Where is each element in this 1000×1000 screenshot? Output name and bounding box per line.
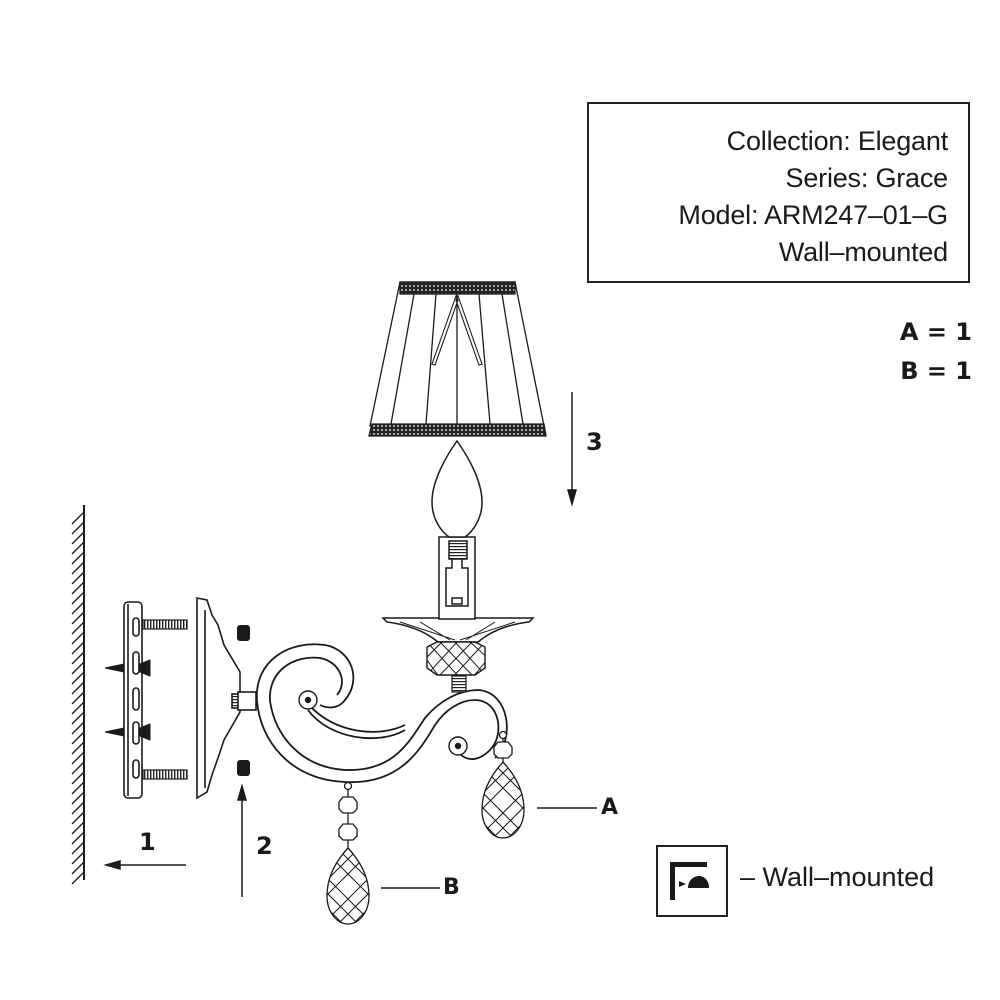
crystal-bead: [426, 641, 486, 676]
wall-hatch-line: [71, 591, 85, 605]
wall-hatch-line: [71, 511, 85, 525]
mount-type-text: Wall–mounted: [778, 237, 948, 267]
legend-icon-frame: [656, 845, 728, 917]
cap-nuts: [237, 625, 250, 776]
part-label-a: A: [601, 795, 619, 820]
wall-hatch-line: [71, 841, 85, 855]
wall-hatch-line: [71, 681, 85, 695]
bobeche: [381, 617, 535, 643]
wall-hatch-line: [71, 821, 85, 835]
wall-hatch-line: [71, 541, 85, 555]
mounting-plate: [123, 601, 143, 799]
lamp-shade: [368, 281, 547, 437]
wall-hatch-line: [71, 751, 85, 765]
wall-hatch-line: [71, 521, 85, 535]
legend-text: – Wall–mounted: [740, 862, 935, 892]
wall-anchors: [104, 659, 151, 741]
wall-hatch-line: [71, 561, 85, 575]
mounting-screws: [142, 619, 188, 780]
wall-hatch-line: [71, 631, 85, 645]
step-2-arrow: [237, 783, 247, 897]
wall-hatch-line: [71, 871, 85, 885]
wall-hatch-line: [71, 741, 85, 755]
wall-hatch-line: [71, 801, 85, 815]
step-1-arrow: [103, 860, 186, 870]
step-2-label: 2: [256, 832, 273, 860]
wall-hatch-line: [71, 671, 85, 685]
wall-hatch-line: [71, 791, 85, 805]
product-info-box: Collection: Elegant Series: Grace Model:…: [587, 102, 970, 283]
wall-hatch-line: [71, 761, 85, 775]
wall-hatch-line: [71, 571, 85, 585]
scroll-arm: [256, 643, 508, 783]
wall-hatch-line: [71, 611, 85, 625]
part-label-b: B: [443, 875, 460, 900]
wall-hatch-line: [71, 551, 85, 565]
wall-hatch-line: [71, 651, 85, 665]
model-text: Model: ARM247–01–G: [678, 200, 948, 230]
wall-hatch-line: [71, 531, 85, 545]
wall-hatch-line: [71, 811, 85, 825]
candle-bulb: [431, 439, 483, 538]
crystal-pendant-b: [326, 781, 370, 925]
canopy: [196, 597, 257, 800]
wall-hatch-line: [71, 851, 85, 865]
wall-hatch-line: [71, 601, 85, 615]
wall-hatch-line: [71, 781, 85, 795]
candle-sleeve: [438, 536, 476, 620]
wall-hatch-line: [71, 661, 85, 675]
wall-mounted-icon: [670, 862, 709, 900]
collection-text: Collection: Elegant: [726, 126, 949, 156]
wall-hatch-line: [71, 831, 85, 845]
label-leaders: [381, 807, 597, 889]
wall-hatch-line: [71, 721, 85, 735]
rosettes: [298, 690, 468, 756]
quantity-a: A = 1: [899, 318, 972, 346]
wall-hatch-line: [71, 691, 85, 705]
step-1-label: 1: [139, 828, 156, 856]
step-3-label: 3: [586, 428, 603, 456]
wall-hatch-line: [71, 701, 85, 715]
wall-hatch-line: [71, 641, 85, 655]
wall: [71, 505, 85, 885]
wall-hatch-line: [71, 581, 85, 595]
crystal-pendant-a: [481, 730, 525, 839]
wall-hatch-line: [71, 861, 85, 875]
wall-hatch-line: [71, 771, 85, 785]
wall-hatch-line: [71, 621, 85, 635]
wall-hatch-line: [71, 711, 85, 725]
step-3-arrow: [567, 392, 577, 507]
wall-hatch-line: [71, 731, 85, 745]
quantity-b: B = 1: [900, 357, 972, 385]
series-text: Series: Grace: [785, 163, 949, 193]
